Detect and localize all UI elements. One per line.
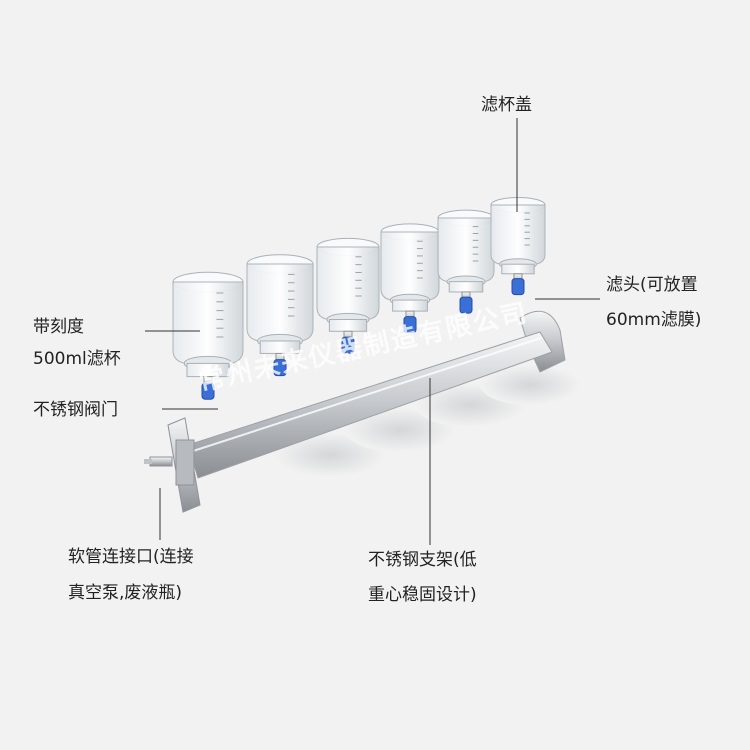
filter-cup-3	[316, 237, 380, 354]
cup-label-line2: 500ml滤杯	[33, 349, 121, 369]
filter-head-label-line2: 60mm滤膜)	[606, 310, 702, 330]
filter-cup-2	[246, 254, 314, 377]
filter-cups	[172, 196, 546, 400]
lid-label: 滤杯盖	[481, 95, 532, 115]
filter-head-base	[501, 263, 535, 275]
cup-body	[172, 281, 244, 364]
filter-cup-4	[380, 223, 440, 334]
front-end-plate	[167, 417, 201, 513]
leader-lines	[145, 118, 600, 545]
valve-icon	[201, 382, 215, 400]
floor-shadows	[275, 365, 580, 477]
hose-label-line1: 软管连接口(连接	[68, 547, 194, 567]
cup-body	[437, 217, 495, 283]
filter-head-base	[448, 281, 484, 293]
valve-label: 不锈钢阀门	[33, 400, 118, 420]
cup-label-line1: 带刻度	[33, 317, 84, 337]
stand-label-line2: 重心稳固设计)	[368, 585, 477, 605]
filter-cup-5	[437, 209, 495, 314]
cup-body	[490, 204, 546, 265]
filter-cup-6	[490, 196, 546, 296]
hose-barb	[144, 456, 173, 467]
valve-icon	[403, 316, 417, 334]
manifold-tube	[187, 331, 553, 479]
stand-label-line1: 不锈钢支架(低	[368, 550, 477, 570]
valve-icon	[511, 278, 525, 296]
cup-body	[246, 263, 314, 342]
valve-icon	[341, 336, 355, 354]
hose-label-line2: 真空泵,废液瓶)	[68, 583, 183, 603]
valve-icon	[273, 359, 287, 377]
cup-body	[380, 231, 440, 301]
valve-icon	[459, 296, 473, 314]
filter-cup-1	[172, 271, 244, 400]
filter-head-base	[392, 299, 428, 312]
cup-body	[316, 246, 380, 321]
filter-head-label-line1: 滤头(可放置	[606, 275, 698, 295]
